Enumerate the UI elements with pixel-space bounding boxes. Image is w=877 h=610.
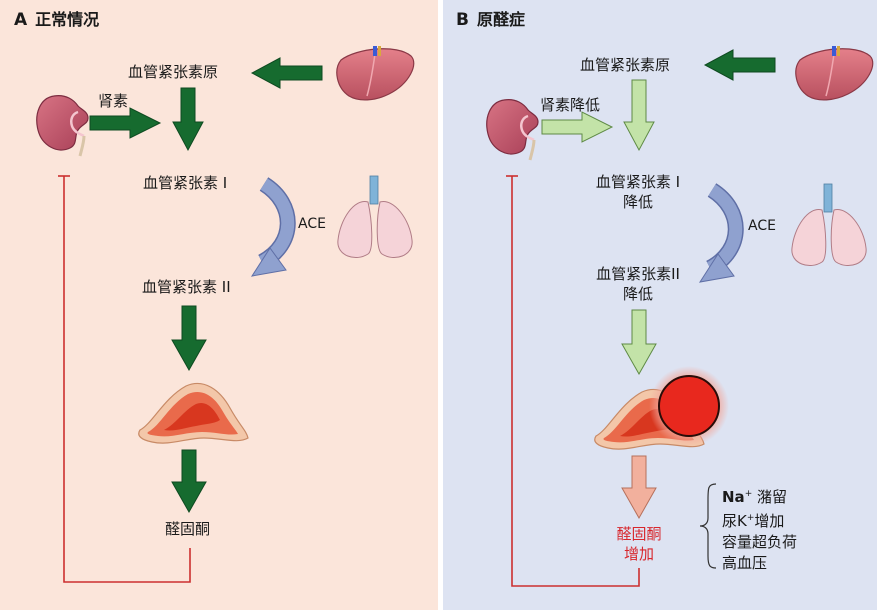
angiotensin2-text-b: 血管紧张素II bbox=[596, 265, 680, 283]
arrow-to-angiotensin1-b bbox=[623, 79, 655, 152]
feedback-line-aldosteronism bbox=[506, 175, 640, 587]
sodium-charge: + bbox=[744, 489, 753, 499]
effects-list: Na+ 潴留 尿K+增加 容量超负荷 高血压 bbox=[722, 484, 797, 574]
liver-icon bbox=[336, 46, 415, 101]
renin-label: 肾素 bbox=[98, 92, 129, 110]
arrow-to-adrenal bbox=[171, 305, 207, 372]
angiotensinogen-label: 血管紧张素原 bbox=[128, 63, 219, 81]
ace-arrow-normal bbox=[250, 177, 296, 277]
aldosterone-change-b: 增加 bbox=[623, 545, 654, 563]
angiotensin2-change-b: 降低 bbox=[622, 285, 653, 303]
aldosterone-label-b: 醛固酮 增加 bbox=[598, 524, 680, 564]
kidney-icon bbox=[36, 95, 89, 157]
panel-a-title-text: 正常情况 bbox=[35, 10, 100, 29]
panel-a-title: A 正常情况 bbox=[14, 6, 99, 30]
potassium-prefix: 尿K bbox=[722, 512, 747, 530]
angiotensin2-label-b: 血管紧张素II 降低 bbox=[588, 264, 688, 304]
panel-b-letter: B bbox=[456, 10, 469, 30]
effects-brace bbox=[699, 483, 717, 569]
feedback-line-normal bbox=[58, 175, 191, 583]
potassium-charge: + bbox=[746, 513, 755, 523]
angiotensin1-text-b: 血管紧张素 I bbox=[595, 173, 681, 191]
angiotensin1-label: 血管紧张素 I bbox=[143, 174, 228, 192]
effect-volume-overload: 容量超负荷 bbox=[722, 533, 798, 551]
arrows-aldosteronism bbox=[541, 49, 776, 520]
panel-b-title-text: 原醛症 bbox=[476, 10, 525, 29]
angiotensin1-label-b: 血管紧张素 I 降低 bbox=[588, 172, 688, 212]
effect-urinary-potassium: 尿K+增加 bbox=[722, 508, 797, 532]
kidney-icon-b bbox=[486, 99, 539, 161]
arrow-renin bbox=[89, 107, 162, 139]
lungs-icon-b bbox=[791, 183, 867, 266]
arrow-liver-to-angiotensinogen-b bbox=[703, 49, 776, 81]
aldosterone-text-b: 醛固酮 bbox=[616, 525, 662, 543]
arrow-liver-to-angiotensinogen bbox=[250, 57, 323, 89]
arrow-to-angiotensin1 bbox=[172, 87, 204, 152]
arrow-renin-low bbox=[541, 111, 614, 143]
potassium-text: 增加 bbox=[754, 512, 785, 530]
ace-label-b: ACE bbox=[748, 218, 776, 234]
arrows-normal bbox=[89, 57, 323, 514]
angiotensin2-label: 血管紧张素 II bbox=[142, 278, 231, 296]
sodium-text: 潴留 bbox=[757, 488, 788, 506]
arrow-to-aldosterone bbox=[171, 449, 207, 514]
liver-icon-b bbox=[795, 46, 874, 101]
angiotensin1-change-b: 降低 bbox=[622, 193, 653, 211]
adrenal-gland-icon bbox=[138, 382, 249, 444]
effect-sodium-retention: Na+ 潴留 bbox=[722, 484, 797, 508]
ace-arrow-aldosteronism bbox=[698, 183, 744, 283]
arrow-to-aldosterone-b bbox=[621, 455, 657, 520]
aldosterone-label: 醛固酮 bbox=[165, 520, 211, 538]
arrow-to-adrenal-b bbox=[621, 309, 657, 376]
panel-b-title: B 原醛症 bbox=[456, 6, 525, 30]
ace-label: ACE bbox=[298, 216, 326, 232]
sodium-symbol: Na bbox=[722, 488, 745, 506]
panel-a-letter: A bbox=[14, 10, 28, 30]
effect-hypertension: 高血压 bbox=[722, 554, 768, 572]
renin-low-label: 肾素降低 bbox=[540, 96, 601, 114]
lungs-icon bbox=[337, 175, 413, 258]
adenoma-icon bbox=[649, 366, 729, 446]
angiotensinogen-label-b: 血管紧张素原 bbox=[580, 56, 671, 74]
